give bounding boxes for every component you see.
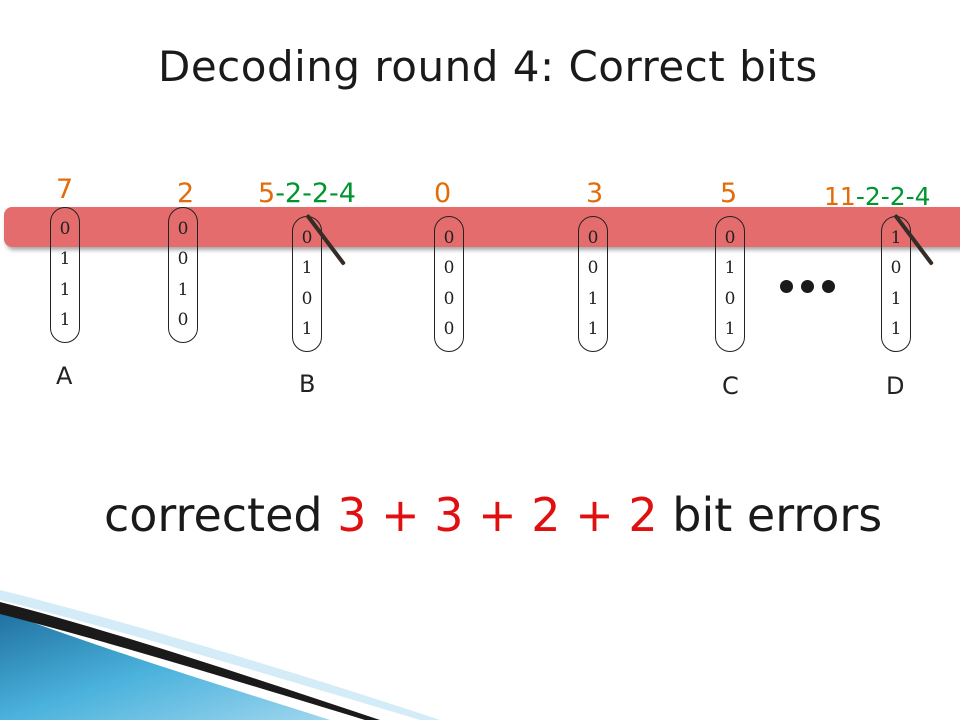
summary-line: corrected 3 + 3 + 2 + 2 bit errors <box>104 488 882 542</box>
bit: 1 <box>177 279 189 300</box>
count-value: 0 <box>434 178 452 209</box>
bit: 1 <box>587 288 599 309</box>
bit-column-c: 0 1 0 1 <box>715 216 745 352</box>
column-label-a: A <box>56 362 73 390</box>
bit: 1 <box>59 279 71 300</box>
ellipsis <box>780 280 835 293</box>
summary-prefix: corrected <box>104 488 338 542</box>
bit: 0 <box>301 288 313 309</box>
bit: 1 <box>59 310 71 331</box>
bit-column-2: 0 0 1 0 <box>168 207 198 343</box>
bit: 0 <box>890 258 902 279</box>
bit: 0 <box>443 319 455 340</box>
bit: 0 <box>59 218 71 239</box>
count-value: 2 <box>177 178 195 209</box>
count-value: 7 <box>56 174 74 205</box>
bit: 0 <box>177 310 189 331</box>
bit: 1 <box>890 227 902 248</box>
highlight-band <box>4 207 960 247</box>
column-label-b: B <box>299 370 316 398</box>
bit: 1 <box>59 249 71 270</box>
count-label-a: 7 <box>56 176 73 203</box>
bit: 0 <box>443 258 455 279</box>
bit: 1 <box>587 319 599 340</box>
column-label-c: C <box>722 372 739 400</box>
count-label-2: 2 <box>177 180 194 207</box>
bit: 1 <box>724 258 736 279</box>
count-adjustment: -2-2-4 <box>275 178 356 209</box>
count-label-5: 3 <box>586 180 603 207</box>
bit: 1 <box>724 319 736 340</box>
bit: 0 <box>177 249 189 270</box>
bit-column-d: 1 0 1 1 <box>881 216 911 352</box>
bit: 0 <box>443 288 455 309</box>
bit-column-b: 0 1 0 1 <box>292 216 322 352</box>
ellipsis-dot <box>801 280 814 293</box>
count-value: 5 <box>258 178 276 209</box>
bit: 0 <box>724 227 736 248</box>
column-label-d: D <box>886 372 905 400</box>
bit-column-4: 0 0 0 0 <box>434 216 464 352</box>
ellipsis-dot <box>822 280 835 293</box>
count-value: 11 <box>824 182 856 211</box>
count-label-c: 5 <box>720 180 737 207</box>
bit: 1 <box>301 258 313 279</box>
slide-title: Decoding round 4: Correct bits <box>158 42 818 91</box>
bit: 1 <box>890 319 902 340</box>
bit: 0 <box>301 227 313 248</box>
decorative-swoosh <box>0 590 440 720</box>
count-value: 3 <box>586 178 604 209</box>
bit-column-a: 0 1 1 1 <box>50 207 80 343</box>
ellipsis-dot <box>780 280 793 293</box>
count-value: 5 <box>720 178 738 209</box>
bit: 0 <box>587 227 599 248</box>
count-label-b: 5-2-2-4 <box>258 180 356 207</box>
bit: 1 <box>890 288 902 309</box>
bit: 1 <box>301 319 313 340</box>
summary-expression: 3 + 3 + 2 + 2 <box>337 488 658 542</box>
count-adjustment: -2-2-4 <box>855 182 931 211</box>
count-label-4: 0 <box>434 180 451 207</box>
bit: 0 <box>587 258 599 279</box>
count-label-d: 11-2-2-4 <box>824 184 931 209</box>
bit-column-5: 0 0 1 1 <box>578 216 608 352</box>
bit: 0 <box>443 227 455 248</box>
summary-suffix: bit errors <box>657 488 883 542</box>
bit: 0 <box>177 218 189 239</box>
bit: 0 <box>724 288 736 309</box>
